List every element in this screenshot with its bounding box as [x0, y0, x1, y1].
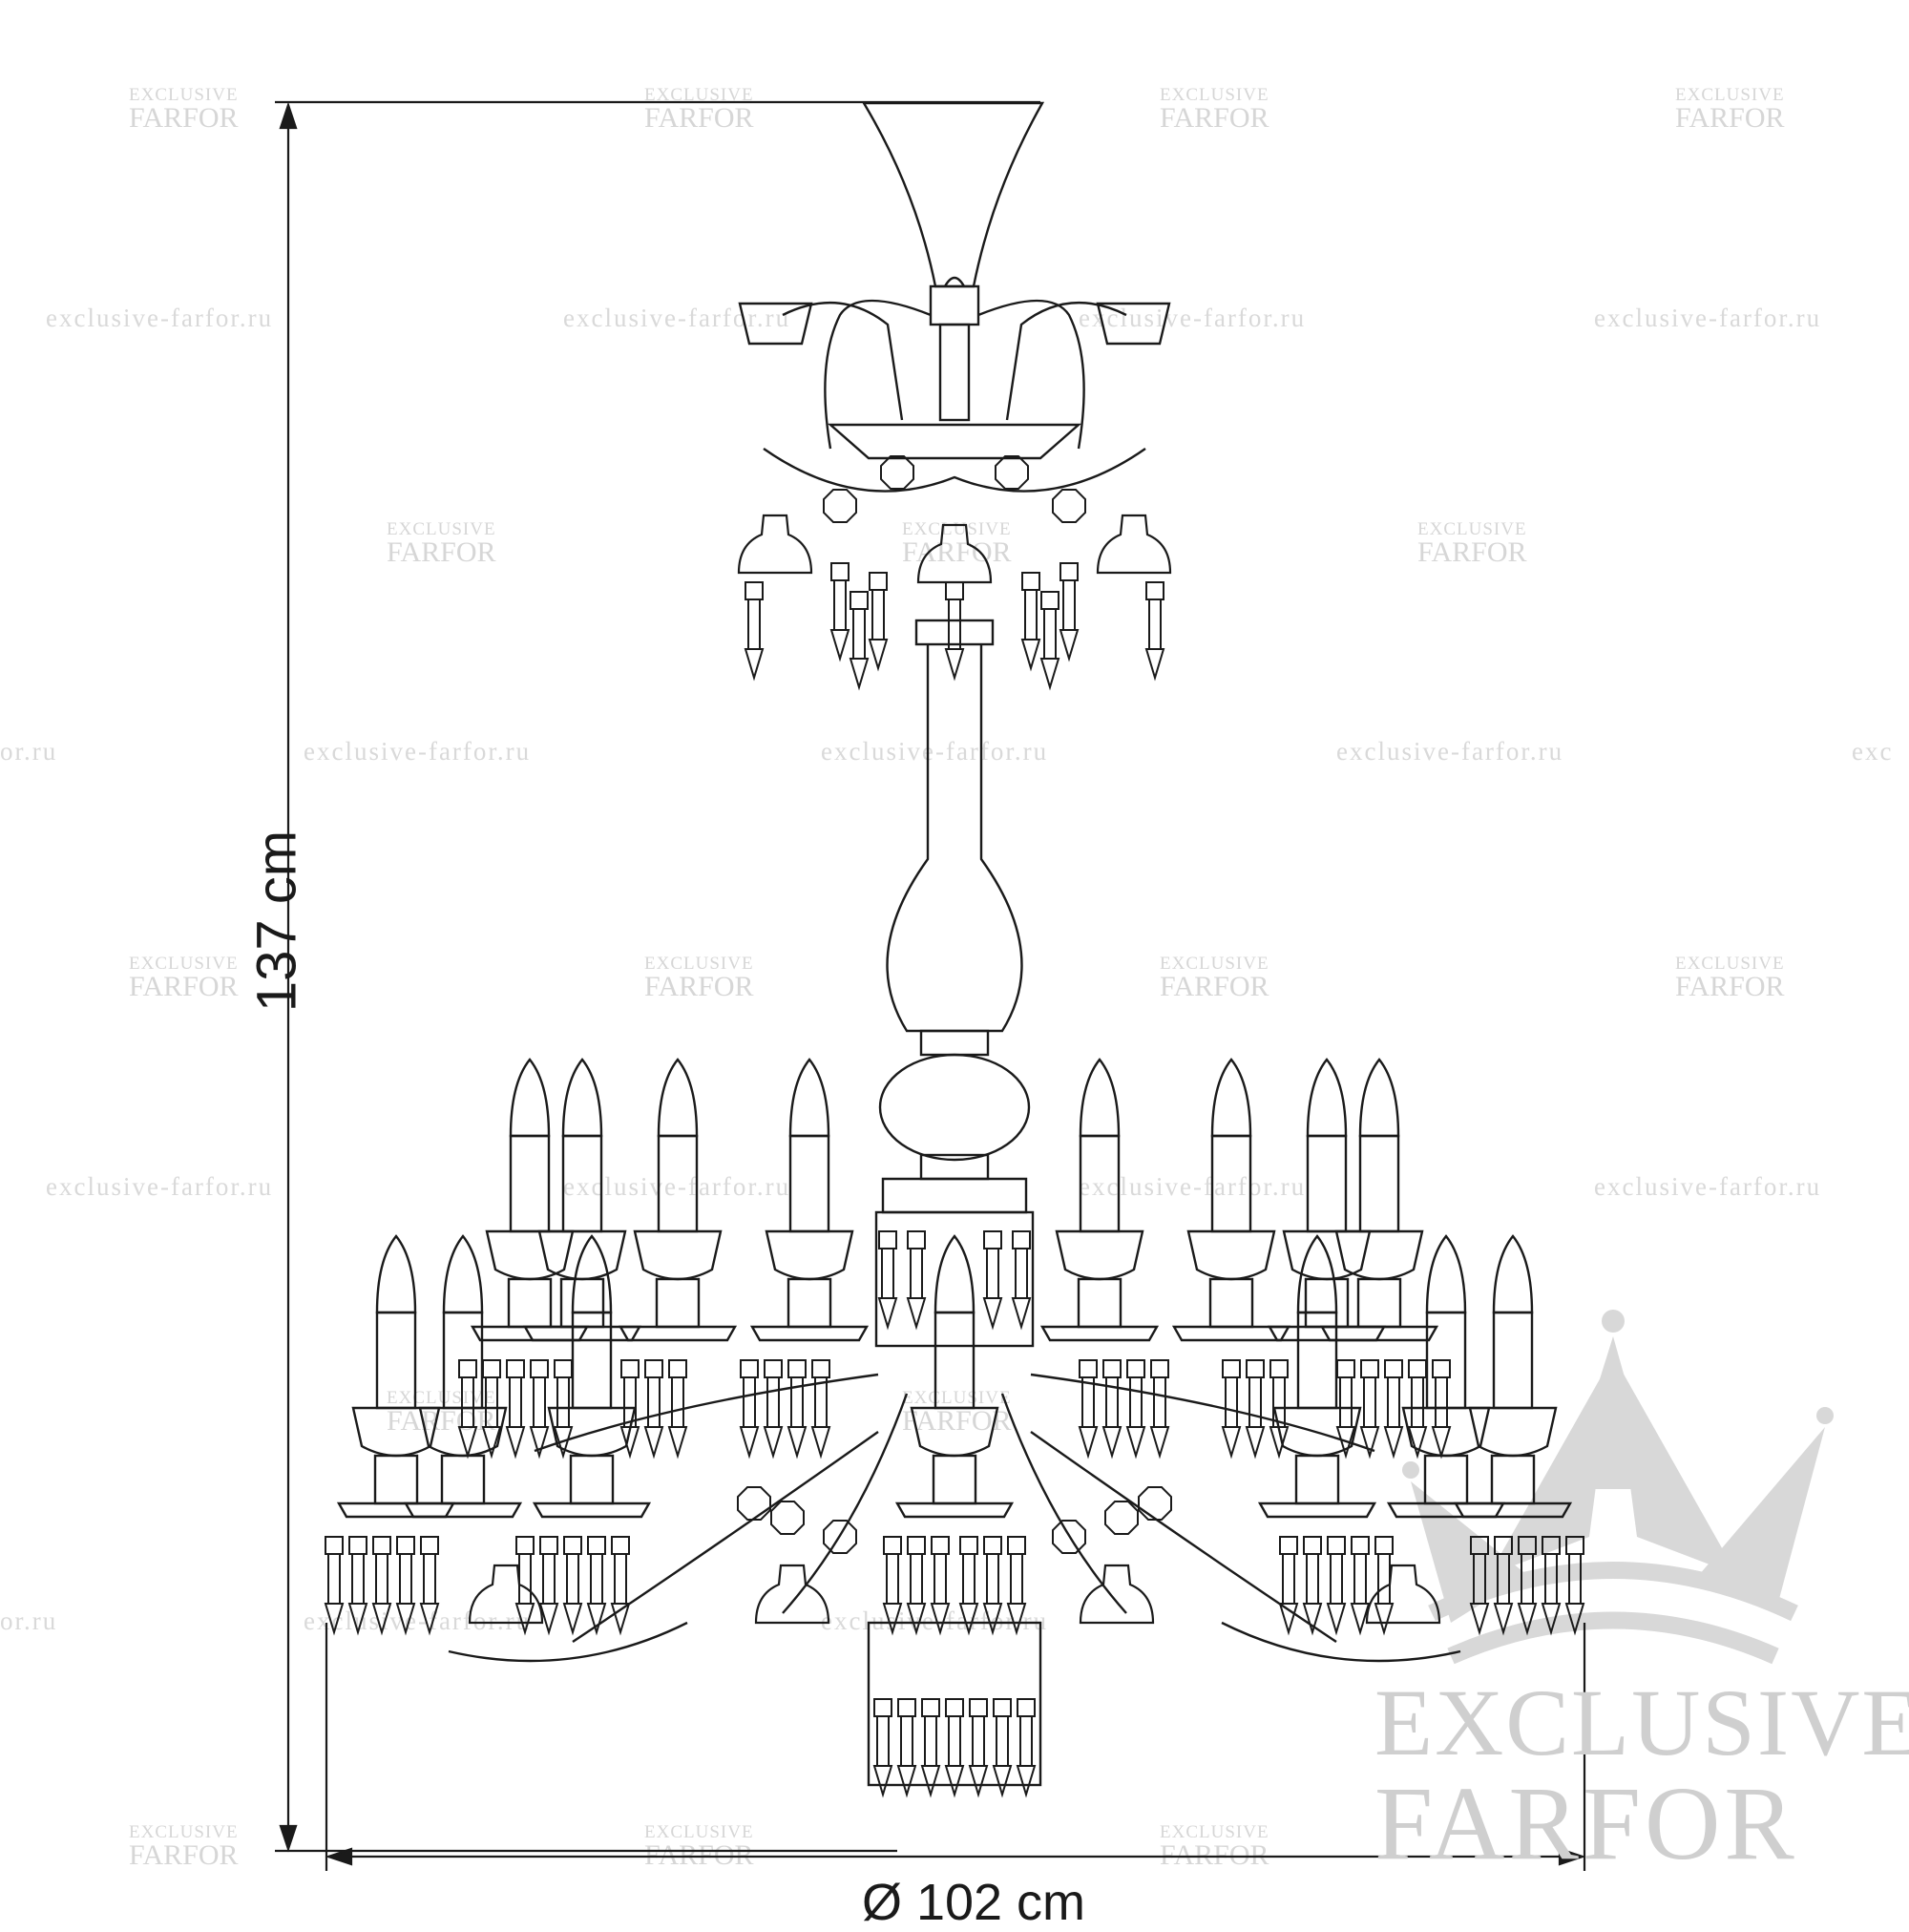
watermark-url: exclusive-farfor.ru: [1336, 737, 1564, 766]
pendants-bottom-drop: [873, 1698, 1036, 1796]
height-dimension-line: [275, 100, 1040, 1853]
watermark-url: exclusive-farfor.ru: [304, 737, 532, 766]
watermark-url: exclusive-farfor.ru: [1079, 304, 1307, 332]
diameter-dimension-label: Ø 102 cm: [861, 1874, 1086, 1931]
lower-arms: [448, 1373, 1461, 1663]
pendants-lower-ring: [325, 1536, 1584, 1633]
watermark-url: exclusive-farfor.ru: [1594, 1172, 1822, 1201]
pendants-upper-ring: [458, 1230, 1451, 1457]
watermark-url: exclusive-farfor.ru: [46, 1172, 274, 1201]
watermark-url-clipped: or.ru: [0, 1606, 58, 1635]
watermark-url: exclusive-farfor.ru: [46, 304, 274, 332]
watermark-url: exclusive-farfor.ru: [1594, 304, 1822, 332]
watermark-url-clipped: exc: [1852, 737, 1894, 766]
watermark-url-clipped: or.ru: [0, 737, 58, 766]
ceiling-canopy: [861, 101, 1045, 288]
watermark-url: exclusive-farfor.ru: [1079, 1172, 1307, 1201]
height-dimension-label: 137 cm: [245, 830, 308, 1013]
watermark-url: exclusive-farfor.ru: [563, 304, 791, 332]
candles-upper-row: [471, 1058, 1438, 1342]
watermark-url: exclusive-farfor.ru: [821, 737, 1049, 766]
diameter-dimension-line: [325, 1623, 1586, 1871]
brand-watermark-line2: FARFOR: [1374, 1765, 1798, 1881]
brand-watermark-line1: EXCLUSIVE: [1374, 1670, 1909, 1775]
